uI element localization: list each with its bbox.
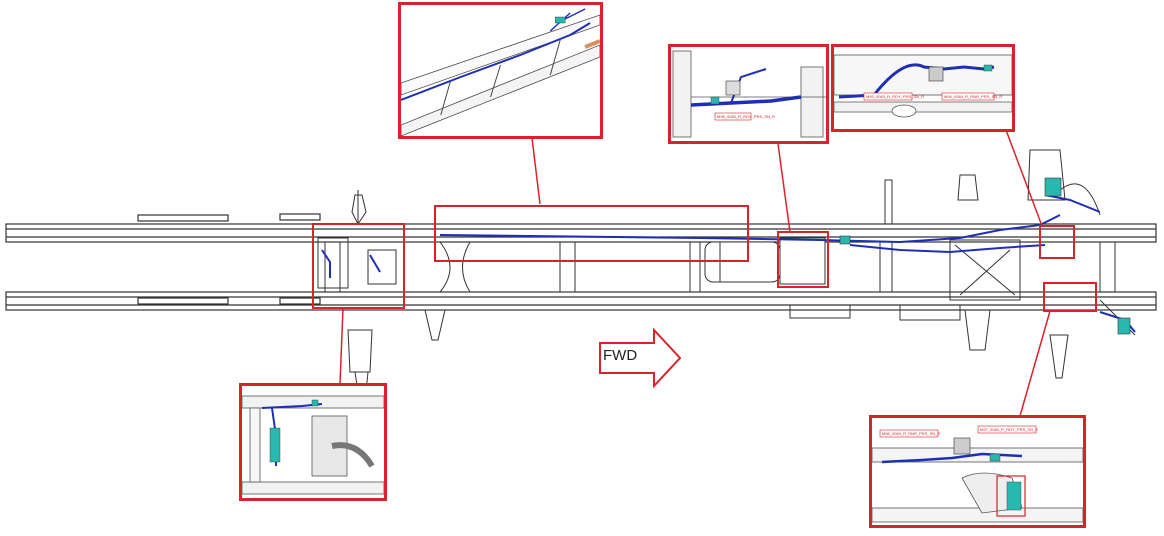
harness-connectors bbox=[839, 177, 1131, 335]
tag-front-lower-b: M97_0084_R_RDY_PRS_SN_R bbox=[980, 427, 1038, 432]
marker-tank-harness bbox=[777, 231, 829, 288]
callout-rear-suspension-drawing bbox=[242, 386, 384, 498]
leader-lines bbox=[339, 129, 1051, 417]
tag-front-upper-a: M93_0083_R_RDY_PRS_SN_R bbox=[866, 94, 924, 99]
callout-rear-suspension bbox=[239, 383, 387, 501]
callout-tank-harness-drawing: M95_0083_R_RDY_PRS_SN_R bbox=[671, 47, 826, 141]
callout-front-upper-drawing: M93_0083_R_RDY_PRS_SN_R M94_0084_R_RNR_P… bbox=[834, 47, 1012, 129]
callout-front-lower-drawing: M96_0083_R_RNR_PRS_SN_R M97_0084_R_RDY_P… bbox=[872, 418, 1083, 525]
marker-mid-harness bbox=[434, 205, 749, 262]
detail-markers bbox=[312, 205, 1097, 312]
marker-rear-suspension bbox=[312, 223, 405, 309]
callout-mid-harness-drawing bbox=[401, 8, 600, 136]
callout-mid-harness bbox=[398, 2, 603, 139]
tank-assembly bbox=[704, 237, 826, 285]
tag-front-lower-a: M96_0083_R_RNR_PRS_SN_R bbox=[882, 431, 940, 436]
marker-front-upper bbox=[1039, 225, 1075, 259]
tag-front-upper-b: M94_0084_R_RNR_PRS_SN_R bbox=[944, 94, 1002, 99]
tag-tank-harness: M95_0083_R_RDY_PRS_SN_R bbox=[717, 114, 775, 119]
callout-front-upper: M93_0083_R_RDY_PRS_SN_R M94_0084_R_RNR_P… bbox=[831, 44, 1015, 132]
frame-rails bbox=[5, 213, 1157, 311]
engine-assembly bbox=[424, 149, 1136, 379]
fwd-arrow bbox=[599, 327, 682, 389]
marker-front-lower bbox=[1043, 282, 1097, 312]
callout-front-lower: M96_0083_R_RNR_PRS_SN_R M97_0084_R_RDY_P… bbox=[869, 415, 1086, 528]
wiring-harness bbox=[321, 194, 1136, 333]
cross-members bbox=[324, 241, 1116, 293]
lower-frame-rail bbox=[5, 291, 1157, 311]
rear-axle bbox=[317, 190, 397, 393]
callout-tank-harness: M95_0083_R_RDY_PRS_SN_R bbox=[668, 44, 829, 144]
